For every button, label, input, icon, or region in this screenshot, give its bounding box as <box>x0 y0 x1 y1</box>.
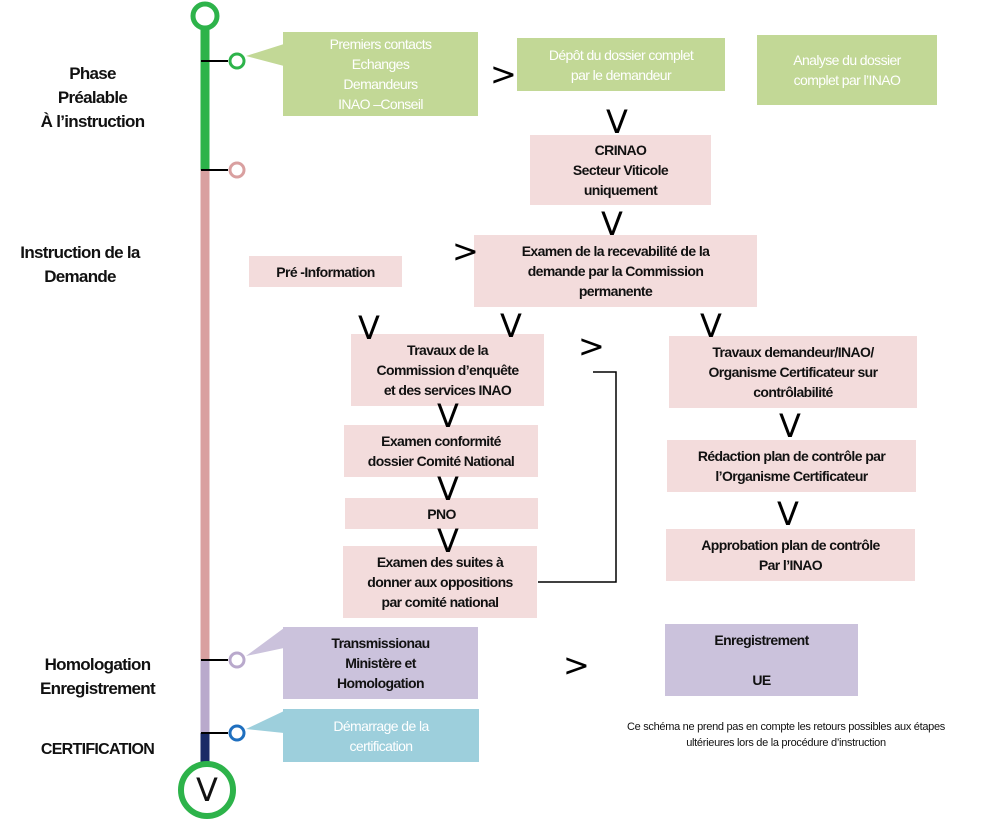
timeline-end-circle <box>178 761 236 819</box>
box-pre-information: Pré -Information <box>249 256 402 287</box>
box-enregistrement: Enregistrement UE <box>665 624 858 696</box>
end-marker-glyph: V <box>196 771 218 809</box>
node-pink <box>228 161 246 179</box>
arrow-right-to-enregistrement: > <box>563 646 590 684</box>
phase-label-certification: CERTIFICATION <box>40 741 155 758</box>
callout-pointer-green <box>246 44 284 66</box>
timeline-start-circle <box>190 1 220 31</box>
box-depot-dossier: Dépôt du dossier complet par le demandeu… <box>517 38 725 91</box>
arrow-down-to-crinao: V <box>606 103 628 141</box>
box-premiers-contacts: Premiers contacts Echanges Demandeurs IN… <box>283 32 478 116</box>
arrow-right-to-travaux-demandeur: > <box>578 327 605 365</box>
box-crinao: CRINAO Secteur Viticole uniquement <box>530 135 711 205</box>
node-green <box>228 52 246 70</box>
phase-label-prealable: Phase Préalable À l’instruction <box>40 64 145 131</box>
box-analyse-dossier: Analyse du dossier complet par l’INAO <box>757 35 937 105</box>
arrow-down-to-suites: V <box>437 522 459 560</box>
arrow-down-to-pno: V <box>437 470 459 508</box>
box-travaux-demandeur: Travaux demandeur/INAO/ Organisme Certif… <box>669 336 917 408</box>
arrow-down-left-1: V <box>358 309 380 347</box>
arrow-down-right-column: V <box>700 307 722 345</box>
callout-pointer-purple <box>246 628 284 656</box>
box-examen-conformite: Examen conformité dossier Comité Nationa… <box>344 425 538 477</box>
box-travaux-commission: Travaux de la Commission d’enquête et de… <box>351 334 544 406</box>
phase-label-instruction: Instruction de la Demande <box>20 243 140 286</box>
bracket-line <box>538 371 617 583</box>
node-blue <box>228 724 246 742</box>
arrow-down-left-2: V <box>500 307 522 345</box>
callout-pointer-blue <box>246 711 284 733</box>
box-redaction-plan: Rédaction plan de contrôle par l’Organis… <box>667 440 916 492</box>
footnote: Ce schéma ne prend pas en compte les ret… <box>626 721 946 749</box>
arrow-down-to-conformite: V <box>437 397 459 435</box>
arrow-down-to-approbation: V <box>777 495 799 533</box>
arrow-down-to-redaction: V <box>779 407 801 445</box>
arrow-down-to-recevabilite: V <box>601 205 623 243</box>
arrow-right-to-recevabilite: > <box>452 232 479 270</box>
phase-label-homologation: Homologation Enregistrement <box>40 655 156 698</box>
box-examen-suites: Examen des suites à donner aux oppositio… <box>343 546 537 618</box>
box-pno: PNO <box>345 498 538 529</box>
box-transmission: Transmissionau Ministère et Homologation <box>283 627 478 699</box>
box-approbation-plan: Approbation plan de contrôle Par l’INAO <box>666 529 915 581</box>
node-purple <box>228 651 246 669</box>
box-examen-recevabilite: Examen de la recevabilité de la demande … <box>474 235 757 307</box>
arrow-right-contacts-to-depot: > <box>490 55 517 93</box>
box-demarrage-certification: Démarrage de la certification <box>283 709 479 762</box>
